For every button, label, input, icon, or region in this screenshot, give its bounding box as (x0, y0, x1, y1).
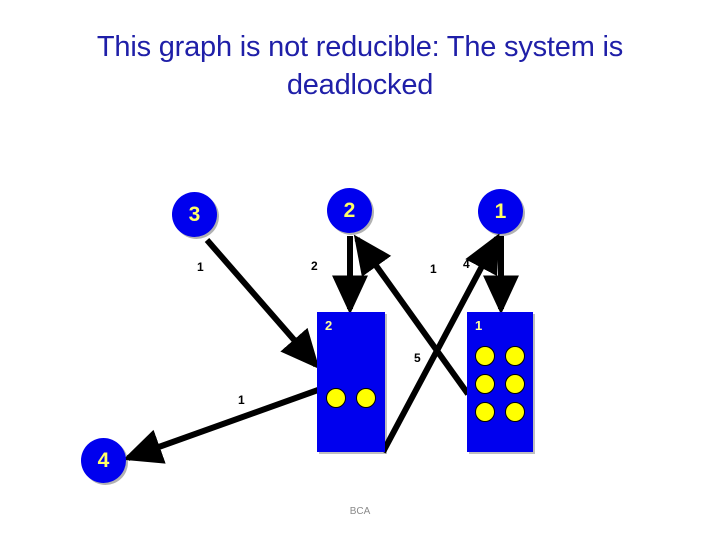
edge-label-p3-resource-a: 1 (197, 260, 204, 274)
edge-label-p2-resource-a: 2 (311, 259, 318, 273)
process-node-4-label: 4 (97, 448, 110, 472)
resource-box-b[interactable]: 1 (467, 312, 533, 452)
process-node-3-label: 3 (188, 202, 201, 226)
edge-resource-b-to-p2 (353, 234, 471, 396)
edge-label-p1-resource-b: 4 (463, 257, 470, 271)
edge-p3-to-resource-a (204, 238, 320, 370)
token (505, 346, 525, 366)
resource-a-tokens (317, 388, 385, 408)
edge-resource-a-to-p4 (122, 387, 320, 464)
token (505, 402, 525, 422)
token (475, 346, 495, 366)
process-node-2[interactable]: 2 (327, 188, 372, 233)
edge-resource-a-to-p1 (380, 233, 500, 454)
token (475, 402, 495, 422)
process-node-1[interactable]: 1 (478, 189, 523, 234)
resource-box-a[interactable]: 2 (317, 312, 385, 452)
resource-b-label: 1 (475, 318, 483, 333)
resource-b-tokens (467, 346, 533, 422)
token (326, 388, 346, 408)
resource-a-label: 2 (325, 318, 333, 333)
token (505, 374, 525, 394)
process-node-4[interactable]: 4 (81, 438, 126, 483)
edge-label-resource-b-p2: 5 (414, 351, 421, 365)
slide-title: This graph is not reducible: The system … (96, 31, 624, 102)
edge-label-resource-a-p1: 1 (430, 262, 437, 276)
process-node-3[interactable]: 3 (172, 192, 217, 237)
process-node-1-label: 1 (494, 199, 507, 223)
token (475, 374, 495, 394)
token (356, 388, 376, 408)
edge-label-resource-a-p4: 1 (238, 393, 245, 407)
process-node-2-label: 2 (343, 198, 356, 222)
slide-footer: BCA (349, 506, 371, 517)
